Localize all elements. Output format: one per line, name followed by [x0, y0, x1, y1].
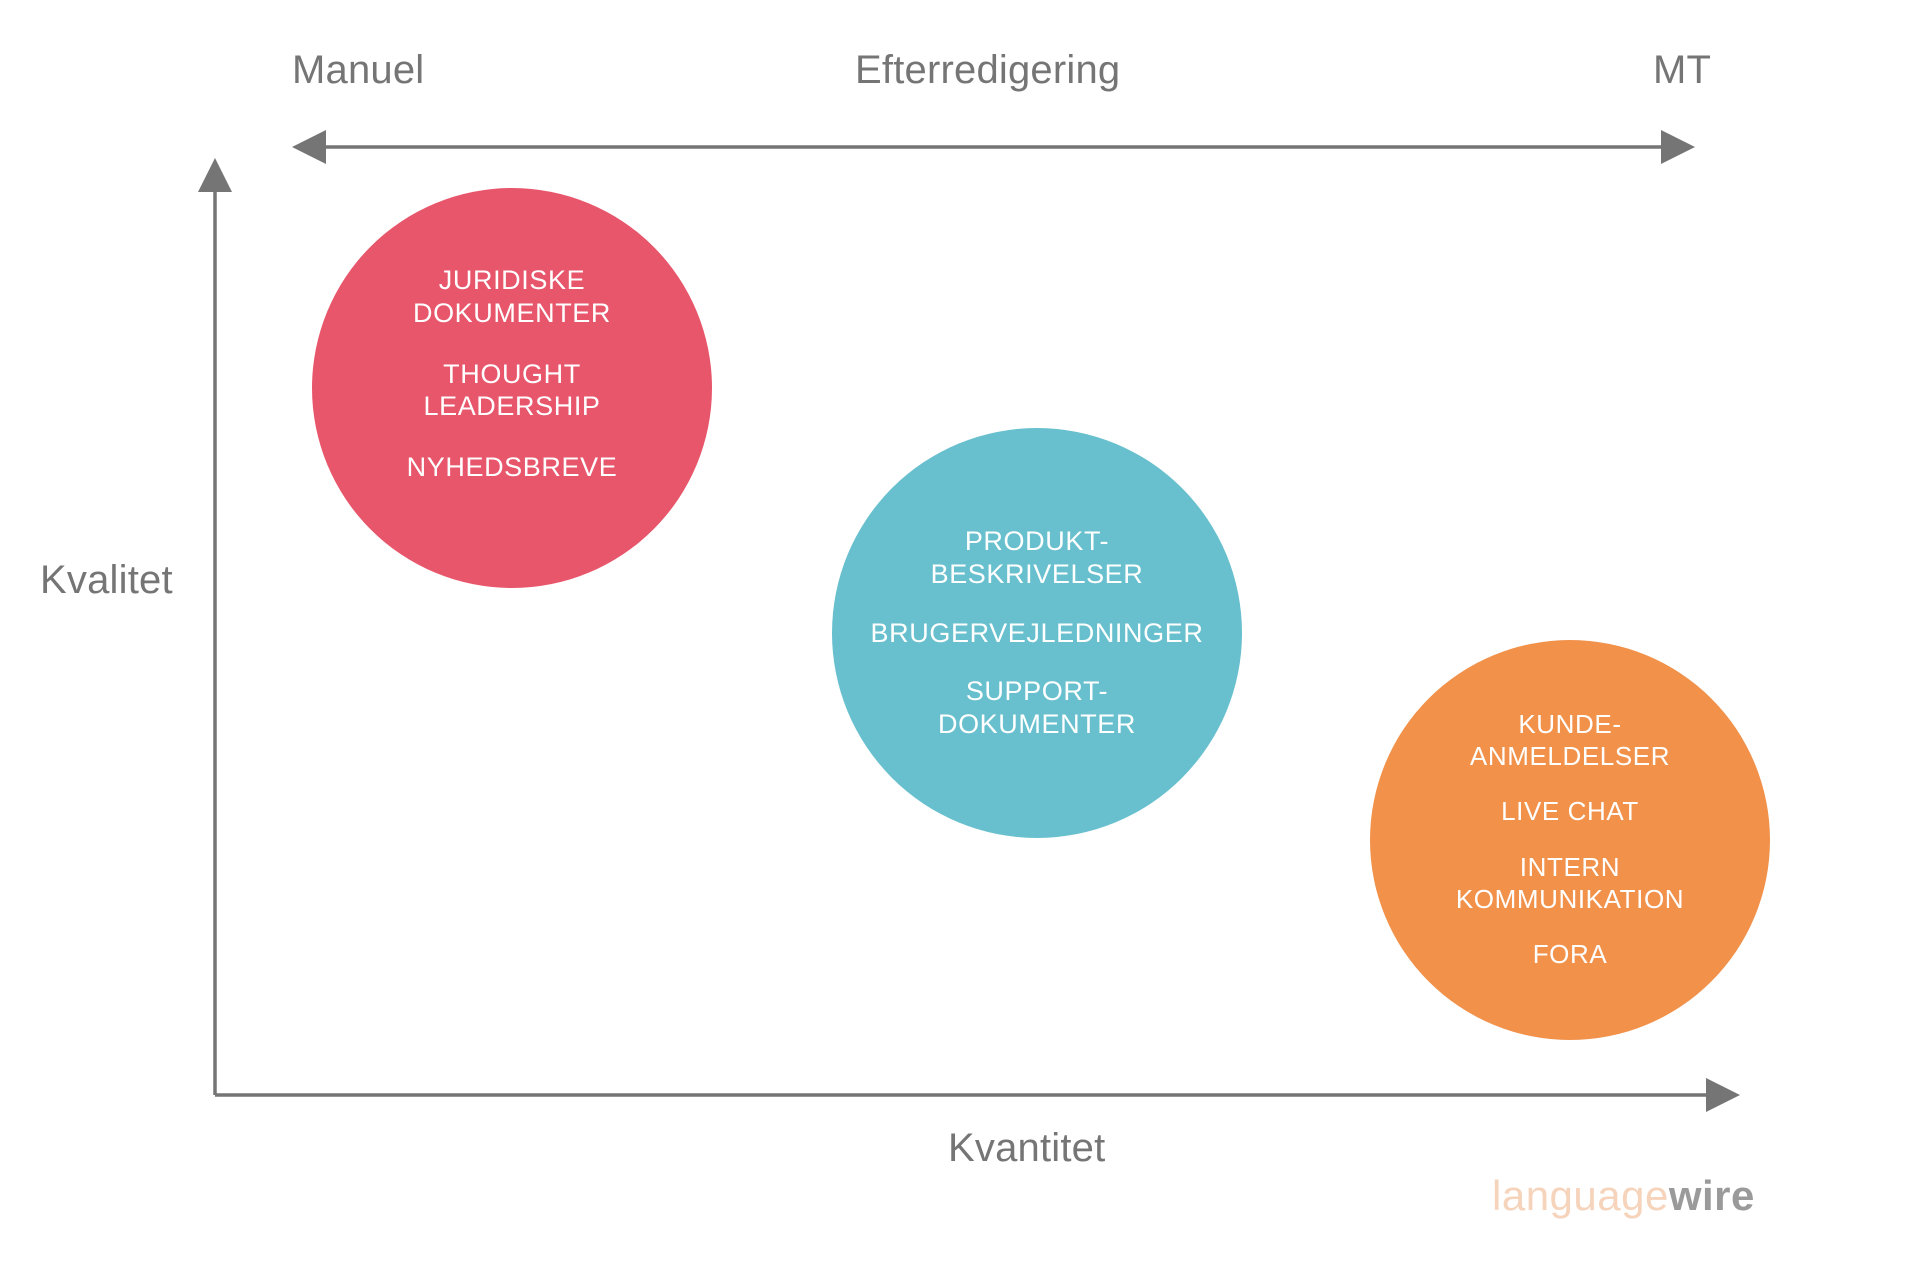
x-axis-label: Kvantitet: [948, 1126, 1106, 1170]
logo-text-wire: wire: [1668, 1172, 1755, 1219]
bubble-item-label: SUPPORT- DOKUMENTER: [937, 676, 1136, 740]
bubble-item-label: NYHEDSBREVE: [406, 452, 618, 483]
bubble-item-label: LIVE CHAT: [1501, 796, 1639, 827]
top-scale-label-efterredigering: Efterredigering: [855, 48, 1121, 92]
bubble-item-label: PRODUKT- BESKRIVELSER: [930, 525, 1144, 589]
bubble-produktbeskrivelser[interactable]: PRODUKT- BESKRIVELSER BRUGERVEJLEDNINGER…: [832, 428, 1242, 838]
x-axis: [215, 1078, 1740, 1112]
bubble-juridiske-dokumenter[interactable]: JURIDISKE DOKUMENTER THOUGHT LEADERSHIP …: [312, 188, 712, 588]
bubble-item-label: JURIDISKE DOKUMENTER: [412, 264, 611, 328]
y-axis-label: Kvalitet: [40, 558, 173, 602]
top-scale-label-manuel: Manuel: [292, 48, 425, 92]
bubble-item-label: KUNDE- ANMELDELSER: [1469, 708, 1671, 771]
top-scale-arrow: [292, 130, 1695, 164]
y-axis: [198, 158, 232, 1095]
languagewire-logo: languagewire: [1492, 1175, 1755, 1217]
bubble-item-label: THOUGHT LEADERSHIP: [423, 358, 601, 422]
bubble-item-label: BRUGERVEJLEDNINGER: [870, 617, 1204, 648]
bubble-item-label: FORA: [1532, 939, 1608, 970]
top-scale-label-mt: MT: [1653, 48, 1712, 92]
logo-text-language: language: [1492, 1172, 1669, 1219]
bubble-kundeanmeldelser[interactable]: KUNDE- ANMELDELSER LIVE CHAT INTERN KOMM…: [1370, 640, 1770, 1040]
bubble-item-label: INTERN KOMMUNIKATION: [1455, 852, 1685, 914]
